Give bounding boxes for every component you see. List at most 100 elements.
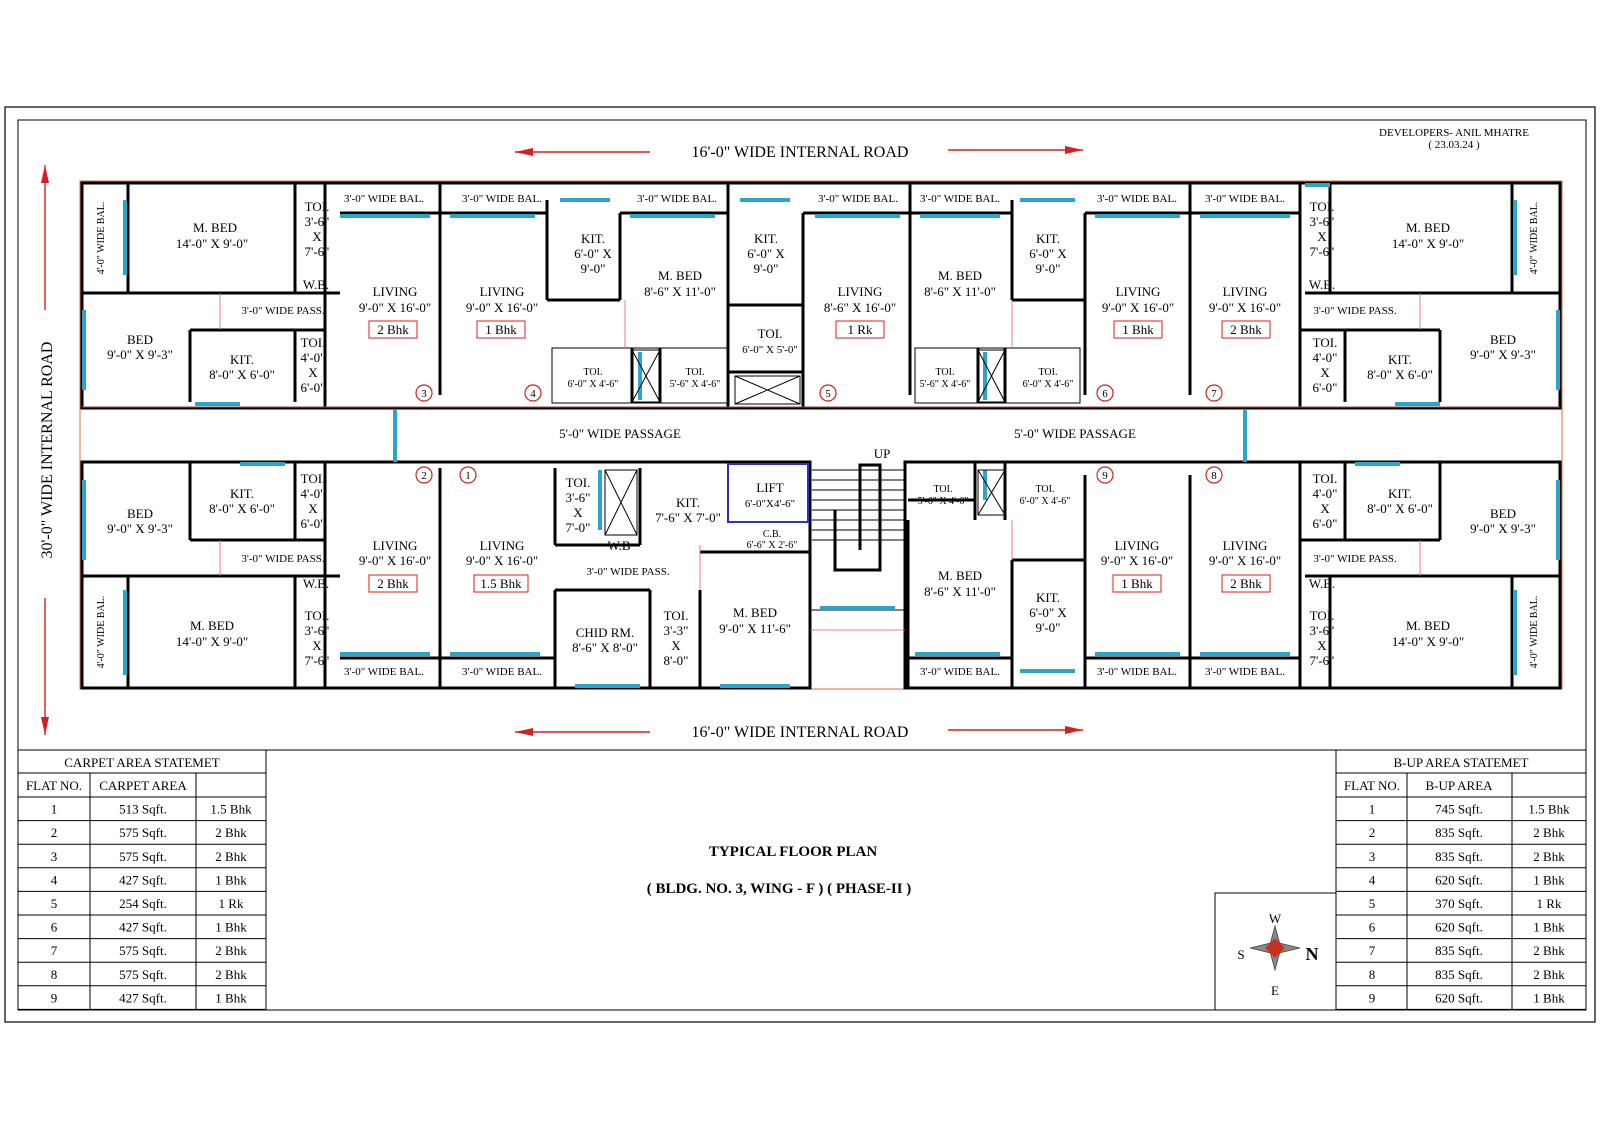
balcony-label: 3'-0" WIDE BAL. xyxy=(462,193,542,205)
toilet-size: 6'-0" X 4'-6" xyxy=(568,379,619,390)
bup-table-cell: 1 Bhk xyxy=(1533,872,1565,887)
flat-number-6: 6 xyxy=(1102,388,1108,400)
left-road-annotation: 30'-0" WIDE INTERNAL ROAD xyxy=(39,165,56,735)
side-balcony-label: 4'-0" WIDE BAL. xyxy=(1529,202,1540,275)
flat-type-tag: 1.5 Bhk xyxy=(480,576,522,591)
top-road-annotation: 16'-0" WIDE INTERNAL ROAD xyxy=(515,144,1083,161)
carpet-table-cell: 575 Sqft. xyxy=(119,825,167,840)
toilet-dim-x: X xyxy=(671,638,681,653)
lift-size: 6'-0"X4'-6" xyxy=(745,498,795,510)
room-mbed-label: M. BED xyxy=(938,268,982,283)
room-kit-label: KIT. xyxy=(581,231,605,246)
toilet-dim-x: X xyxy=(1320,501,1330,516)
toilet-label: TOI. xyxy=(1036,484,1055,495)
windows xyxy=(82,183,1560,688)
date-text: ( 23.03.24 ) xyxy=(1428,139,1480,151)
carpet-table-title: CARPET AREA STATEMET xyxy=(64,755,220,770)
balcony-label: 3'-0" WIDE BAL. xyxy=(1097,666,1177,678)
carpet-table-cell: 4 xyxy=(51,872,58,887)
room-living-label: LIVING xyxy=(1223,538,1268,553)
room-living-label: LIVING xyxy=(373,538,418,553)
carpet-col-area: CARPET AREA xyxy=(99,778,187,793)
toilet-size: 6'-0" X 4'-6" xyxy=(1023,379,1074,390)
carpet-table-cell: 2 Bhk xyxy=(215,825,247,840)
carpet-table-cell: 427 Sqft. xyxy=(119,990,167,1005)
flat-number-markers: 3 4 5 6 7 2 1 9 8 xyxy=(415,384,1223,484)
bup-col-flat: FLAT NO. xyxy=(1344,778,1400,793)
passage-right-label: 5'-0" WIDE PASSAGE xyxy=(1014,426,1136,441)
bup-table-cell: 370 Sqft. xyxy=(1435,896,1483,911)
side-balcony-label: 4'-0" WIDE BAL. xyxy=(96,202,107,275)
balcony-label: 3'-0" WIDE BAL. xyxy=(637,193,717,205)
room-mbed-size: 14'-0" X 9'-0" xyxy=(1392,634,1464,649)
wash-basin-label: W.B. xyxy=(1309,576,1335,591)
compass-e: E xyxy=(1271,983,1279,998)
room-mbed-size: 8'-6" X 11'-0" xyxy=(924,284,996,299)
compass-s: S xyxy=(1237,947,1244,962)
toilet-dim-x: X xyxy=(1320,365,1330,380)
bup-table-cell: 1 xyxy=(1369,802,1376,817)
room-living-label: LIVING xyxy=(1223,284,1268,299)
left-road-label: 30'-0" WIDE INTERNAL ROAD xyxy=(39,342,56,559)
flat-type-tag: 1 Bhk xyxy=(485,322,517,337)
room-living-label: LIVING xyxy=(1115,538,1160,553)
flat-number-4: 4 xyxy=(530,388,536,400)
cb-size: 6'-6" X 2'-6" xyxy=(747,540,798,551)
toilet-dim-x: X xyxy=(312,229,322,244)
flat-type-tag: 1 Rk xyxy=(848,322,873,337)
wash-basin-label: W.B. xyxy=(303,576,329,591)
compass-rose: W S N E xyxy=(1214,892,1337,1011)
carpet-col-flat: FLAT NO. xyxy=(26,778,82,793)
carpet-table-cell: 2 xyxy=(51,825,58,840)
toilet-label: TOI. xyxy=(1313,471,1338,486)
room-living-label: LIVING xyxy=(373,284,418,299)
room-kit-size: 6'-0" X xyxy=(747,246,785,261)
room-mbed-size: 9'-0" X 11'-6" xyxy=(719,621,791,636)
carpet-table-cell: 1 Bhk xyxy=(215,920,247,935)
room-living-label: LIVING xyxy=(480,284,525,299)
plan-title: TYPICAL FLOOR PLAN xyxy=(709,844,878,860)
carpet-table-cell: 427 Sqft. xyxy=(119,872,167,887)
carpet-area-table: CARPET AREA STATEMET FLAT NO. CARPET ARE… xyxy=(17,749,267,1011)
carpet-table-cell: 1 xyxy=(51,802,58,817)
bup-table-cell: 6 xyxy=(1369,920,1376,935)
carpet-table-cell: 1.5 Bhk xyxy=(210,802,252,817)
wash-basin-label: W.B. xyxy=(1309,277,1335,292)
room-living-size: 9'-0" X 16'-0" xyxy=(1101,553,1173,568)
bup-table-cell: 1 Bhk xyxy=(1533,920,1565,935)
toilet-dim-1: 4'-0" xyxy=(1313,486,1338,501)
flat-type-tag: 1 Bhk xyxy=(1121,576,1153,591)
toilet-label: TOI. xyxy=(584,367,603,378)
room-bed-label: BED xyxy=(1490,506,1516,521)
room-mbed-size: 8'-6" X 11'-0" xyxy=(924,584,996,599)
toilet-dim-x: X xyxy=(1317,229,1327,244)
room-living-label: LIVING xyxy=(480,538,525,553)
bup-table-cell: 835 Sqft. xyxy=(1435,967,1483,982)
room-kit-size: 8'-0" X 6'-0" xyxy=(1367,501,1433,516)
bottom-road-label: 16'-0" WIDE INTERNAL ROAD xyxy=(692,724,909,741)
bup-table-cell: 1 Rk xyxy=(1537,896,1562,911)
bup-table-cell: 2 Bhk xyxy=(1533,943,1565,958)
bup-table-cell: 2 Bhk xyxy=(1533,825,1565,840)
room-living-size: 9'-0" X 16'-0" xyxy=(1209,300,1281,315)
carpet-table-cell: 5 xyxy=(51,896,58,911)
room-kit-label: KIT. xyxy=(1036,590,1060,605)
room-mbed-label: M. BED xyxy=(193,220,237,235)
balcony-label: 3'-0" WIDE BAL. xyxy=(1205,666,1285,678)
toilet-dim-1: 3'-6" xyxy=(566,490,591,505)
room-living-size: 9'-0" X 16'-0" xyxy=(1209,553,1281,568)
carpet-table-cell: 2 Bhk xyxy=(215,967,247,982)
side-balcony-label: 4'-0" WIDE BAL. xyxy=(96,596,107,669)
toilet-size: 5'-6" X 4'-6" xyxy=(920,379,971,390)
room-mbed-label: M. BED xyxy=(658,268,702,283)
bup-table-cell: 620 Sqft. xyxy=(1435,920,1483,935)
room-kit-size: 6'-0" X xyxy=(574,246,612,261)
lift-label: LIFT xyxy=(756,480,784,495)
flat-type-tag: 2 Bhk xyxy=(1230,322,1262,337)
room-kit-size: 8'-0" X 6'-0" xyxy=(209,501,275,516)
room-bed-size: 9'-0" X 9'-3" xyxy=(1470,521,1536,536)
flat-number-3: 3 xyxy=(421,388,427,400)
flat-number-7: 7 xyxy=(1211,388,1217,400)
carpet-table-cell: 1 Rk xyxy=(219,896,244,911)
room-kit-size-2: 9'-0" xyxy=(581,261,606,276)
